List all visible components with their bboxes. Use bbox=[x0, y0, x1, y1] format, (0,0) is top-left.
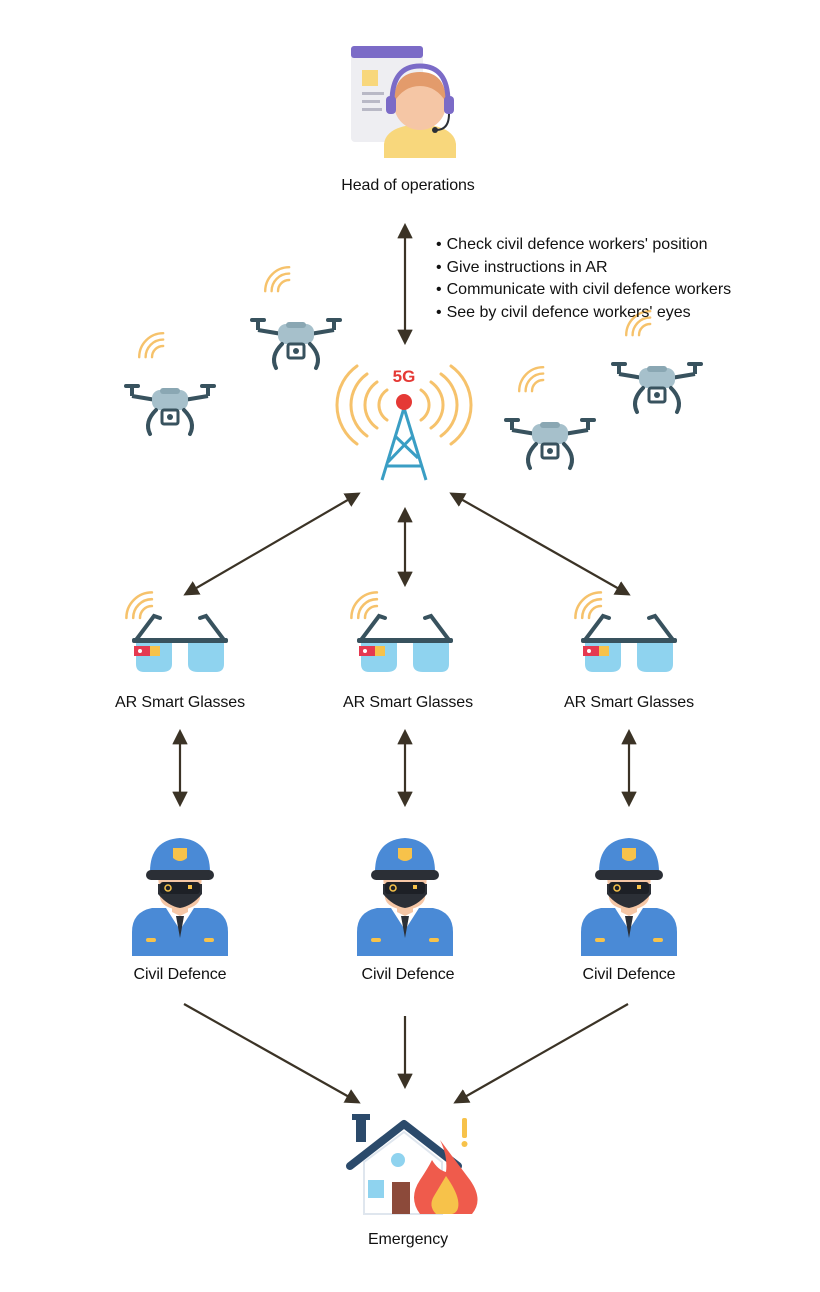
smart-glasses-icon bbox=[126, 592, 228, 672]
civil-defence-worker-icon bbox=[131, 837, 229, 957]
arrow-tower-to-glasses-left bbox=[183, 492, 361, 596]
drone-icon bbox=[124, 333, 216, 434]
civil-defence-label: Civil Defence bbox=[361, 966, 455, 983]
drone-icon bbox=[504, 367, 596, 468]
arrow-worker-right-to-emergency bbox=[453, 1003, 629, 1104]
smart-glasses-icon bbox=[351, 592, 453, 672]
civil-defence-worker-icon bbox=[356, 837, 454, 957]
glasses-label: AR Smart Glasses bbox=[343, 694, 473, 711]
smart-glasses-icon bbox=[575, 592, 677, 672]
civil-defence-label: Civil Defence bbox=[133, 966, 227, 983]
arrow-worker-left-to-emergency bbox=[183, 1003, 361, 1104]
emergency-label: Emergency bbox=[367, 1231, 449, 1248]
burning-house-icon bbox=[346, 1114, 478, 1215]
arrow-tower-to-glasses-right bbox=[449, 492, 631, 596]
capability-item: Check civil defence workers' position bbox=[436, 234, 731, 257]
drone-icon bbox=[611, 311, 703, 412]
capability-item: Communicate with civil defence workers bbox=[436, 279, 732, 302]
head-of-operations-label: Head of operations bbox=[341, 177, 475, 194]
connection-arrows bbox=[172, 222, 637, 1104]
5g-tower-icon: 5G bbox=[335, 364, 473, 481]
glasses-label: AR Smart Glasses bbox=[564, 694, 694, 711]
5g-label: 5G bbox=[393, 367, 416, 386]
capability-item: See by civil defence workers' eyes bbox=[436, 302, 731, 325]
civil-defence-label: Civil Defence bbox=[582, 966, 676, 983]
glasses-label: AR Smart Glasses bbox=[115, 694, 245, 711]
capabilities-list: Check civil defence workers' position Gi… bbox=[436, 234, 732, 325]
capability-item: Give instructions in AR bbox=[436, 257, 731, 280]
civil-defence-worker-icon bbox=[580, 837, 678, 957]
operator-headset-icon bbox=[351, 46, 456, 158]
drone-icon bbox=[250, 267, 342, 368]
